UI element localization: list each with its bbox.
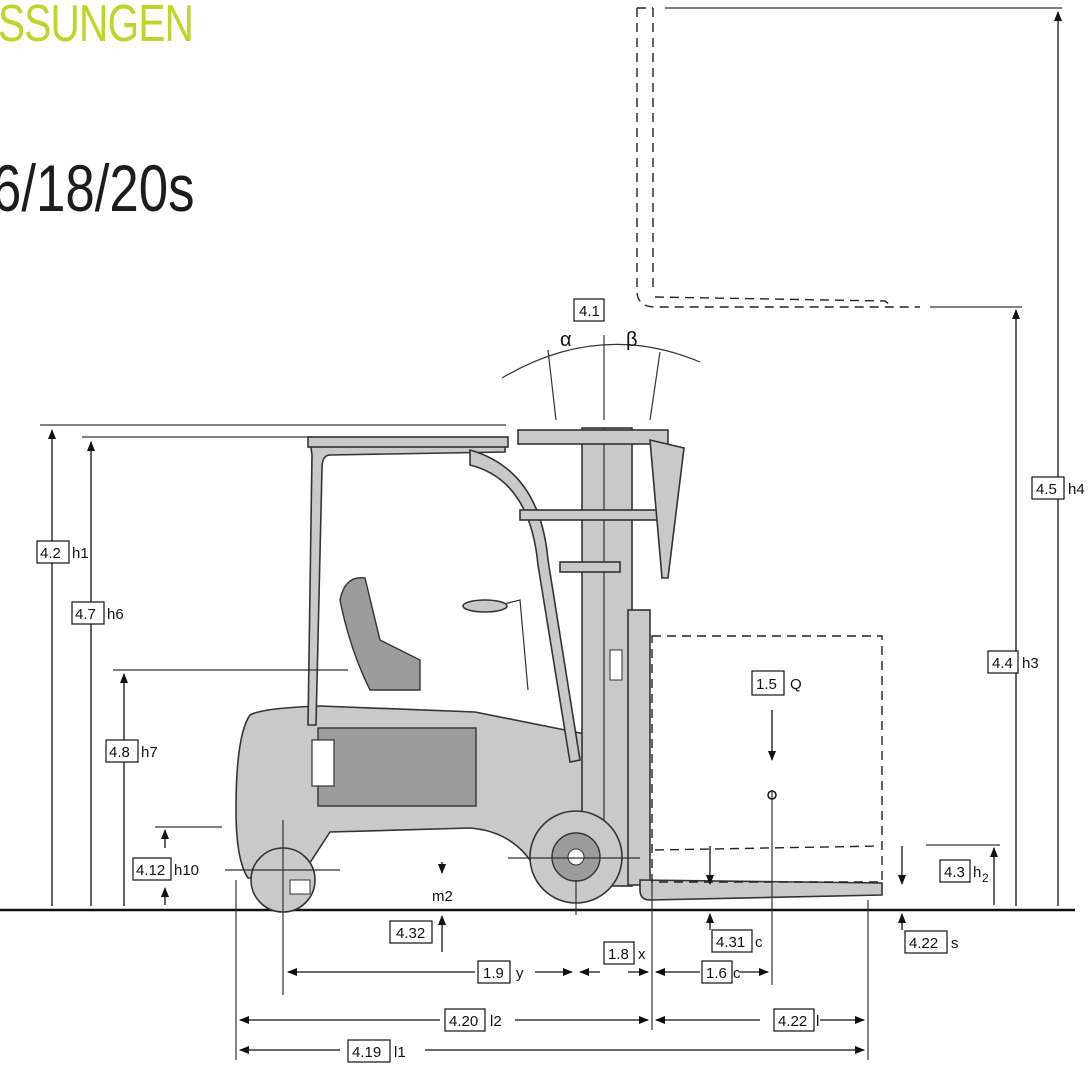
dimension-label-4-5-h4: 4.5 h4: [1031, 476, 1085, 500]
svg-text:x: x: [638, 946, 646, 963]
dimension-label-4-22-l: 4.22 l: [773, 1008, 819, 1032]
dimension-label-4-32: 4.32: [389, 920, 433, 944]
svg-text:h4: h4: [1068, 481, 1085, 498]
svg-text:4.8: 4.8: [109, 744, 130, 761]
svg-text:4.22: 4.22: [778, 1013, 807, 1030]
dimension-label-4-3-h2: 4.3 h 2: [939, 859, 989, 885]
dimension-label-m2: m2: [432, 888, 453, 905]
tilt-angle-arc: [501, 335, 701, 421]
svg-text:1.8: 1.8: [608, 946, 629, 963]
svg-text:Q: Q: [790, 676, 802, 693]
svg-text:4.12: 4.12: [136, 862, 165, 879]
svg-text:l1: l1: [394, 1044, 406, 1061]
forklift-truck: [235, 427, 883, 913]
svg-text:l2: l2: [490, 1013, 502, 1030]
svg-text:1.6: 1.6: [706, 965, 727, 982]
svg-text:4.1: 4.1: [579, 303, 600, 320]
svg-text:s: s: [951, 935, 959, 952]
horizontal-dimension-lines: [239, 968, 865, 1054]
svg-text:4.7: 4.7: [75, 606, 96, 623]
dimension-label-4-1: 4.1 α β: [560, 298, 638, 351]
svg-text:α: α: [560, 329, 572, 351]
svg-text:m2: m2: [432, 888, 453, 905]
svg-text:h10: h10: [174, 862, 199, 879]
reference-lines: [40, 424, 1000, 1060]
svg-text:c: c: [755, 934, 763, 951]
svg-text:β: β: [626, 329, 638, 351]
page-heading: SSUNGEN: [0, 0, 194, 53]
svg-text:4.20: 4.20: [449, 1013, 478, 1030]
svg-text:h7: h7: [141, 744, 158, 761]
svg-text:l: l: [816, 1013, 819, 1030]
raised-mast-outline: [636, 7, 1062, 308]
dimension-label-4-4-h3: 4.4 h3: [987, 650, 1039, 674]
dimension-label-4-7-h6: 4.7 h6: [71, 601, 124, 625]
dimension-label-4-19-l1: 4.19 l1: [347, 1039, 406, 1063]
dimension-label-4-20-l2: 4.20 l2: [444, 1008, 502, 1032]
svg-text:4.2: 4.2: [40, 545, 61, 562]
svg-text:4.4: 4.4: [992, 655, 1013, 672]
svg-text:h3: h3: [1022, 655, 1039, 672]
vertical-dimension-lines: [48, 11, 1062, 952]
svg-text:4.3: 4.3: [944, 864, 965, 881]
svg-text:h1: h1: [72, 545, 89, 562]
dimension-label-1-8-x: 1.8 x: [603, 941, 646, 965]
dimension-label-1-9-y: 1.9 y: [477, 960, 524, 984]
svg-text:1.5: 1.5: [756, 676, 777, 693]
dimension-label-1-5-q: 1.5 Q: [751, 670, 802, 696]
svg-text:h: h: [973, 864, 981, 881]
svg-text:4.5: 4.5: [1036, 481, 1057, 498]
svg-text:c: c: [733, 965, 741, 982]
dimension-label-4-22-s: 4.22 s: [904, 930, 959, 954]
dimension-label-4-8-h7: 4.8 h7: [105, 739, 158, 763]
svg-text:4.19: 4.19: [352, 1044, 381, 1061]
svg-text:4.31: 4.31: [716, 934, 745, 951]
svg-text:4.32: 4.32: [396, 925, 425, 942]
dimension-label-4-12-h10: 4.12 h10: [132, 857, 199, 881]
svg-text:1.9: 1.9: [483, 965, 504, 982]
svg-text:2: 2: [982, 871, 989, 885]
svg-text:y: y: [516, 965, 524, 982]
dimension-label-4-2-h1: 4.2 h1: [36, 540, 89, 564]
dimension-label-1-6-c: 1.6 c: [701, 960, 741, 984]
svg-text:4.22: 4.22: [909, 935, 938, 952]
svg-text:h6: h6: [107, 606, 124, 623]
model-title: 6/18/20s: [0, 151, 195, 225]
dimension-label-4-31-c: 4.31 c: [711, 929, 763, 953]
